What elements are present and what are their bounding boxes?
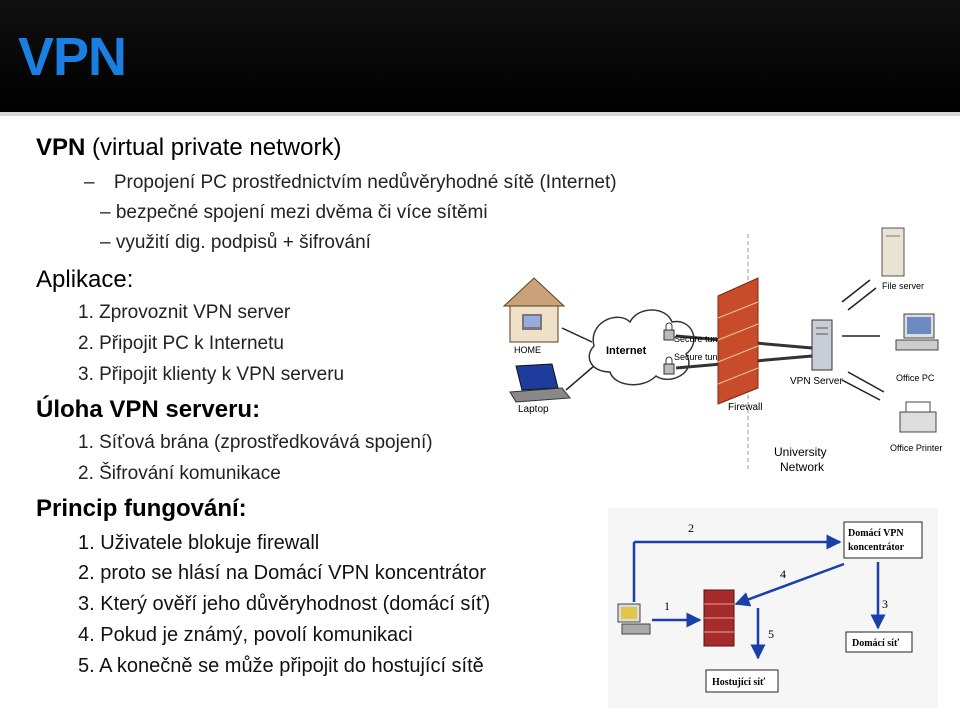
aplikace-heading: Aplikace: bbox=[36, 266, 134, 293]
internet-label: Internet bbox=[606, 345, 647, 357]
firewall-icon bbox=[703, 589, 735, 647]
domaci-sit-box bbox=[845, 631, 913, 653]
princip-item-1: 1. Uživatele blokuje firewall bbox=[78, 532, 320, 554]
koncentrator-box bbox=[843, 521, 923, 559]
office-pc-icon bbox=[895, 313, 939, 351]
home-icon bbox=[502, 277, 566, 343]
file-server-icon bbox=[881, 227, 905, 277]
laptop-label: Laptop bbox=[518, 404, 549, 415]
user-pc-icon bbox=[617, 603, 651, 635]
vpn-server-icon bbox=[811, 319, 833, 371]
intro-bullet-2: – bezpečné spojení mezi dvěma či více sí… bbox=[100, 202, 488, 223]
vpn-flow-diagram: Domácí VPN koncentrátor Domácí síť Hostu… bbox=[608, 508, 938, 708]
intro-heading-rest: (virtual private network) bbox=[85, 134, 342, 161]
secure-tunnel-label-2: Secure tunnel bbox=[674, 352, 730, 362]
vpn-network-diagram: HOME Laptop Internet Secure tunnel Secur… bbox=[502, 227, 942, 474]
laptop-icon bbox=[509, 363, 571, 403]
step-5-label: 5 bbox=[768, 627, 774, 641]
hostujici-sit-label: Hostující síť bbox=[712, 677, 766, 688]
page-title: VPN bbox=[18, 27, 127, 87]
firewall-icon bbox=[717, 277, 759, 405]
intro-bullet-3: – využití dig. podpisů + šifrování bbox=[100, 232, 371, 253]
network-label: Network bbox=[780, 460, 825, 474]
step-2-label: 2 bbox=[688, 521, 694, 535]
university-label: University bbox=[774, 445, 827, 459]
koncentrator-label-2: koncentrátor bbox=[848, 542, 905, 553]
aplikace-item-3: 3. Připojit klienty k VPN serveru bbox=[78, 364, 345, 385]
lock-icon bbox=[663, 356, 675, 375]
koncentrator-label-1: Domácí VPN bbox=[848, 528, 904, 539]
lock-icon bbox=[663, 322, 675, 341]
uloha-item-1: 1. Síťová brána (zprostředkovává spojení… bbox=[78, 432, 433, 453]
princip-heading: Princip fungování: bbox=[36, 495, 247, 522]
office-printer-label: Office Printer bbox=[890, 443, 942, 453]
domaci-sit-label: Domácí síť bbox=[852, 638, 900, 649]
hostujici-sit-box bbox=[705, 669, 779, 693]
office-pc-label: Office PC bbox=[896, 373, 935, 383]
princip-item-3: 3. Který ověří jeho důvěryhodnost (domác… bbox=[78, 593, 491, 615]
firewall-label: Firewall bbox=[728, 402, 762, 413]
file-server-label: File server bbox=[882, 281, 924, 291]
office-printer-icon bbox=[899, 401, 937, 433]
title-bar: VPN bbox=[0, 0, 960, 116]
intro-bullet-1: – Propojení PC prostřednictvím nedůvěryh… bbox=[84, 172, 617, 193]
step-4-label: 4 bbox=[780, 567, 786, 581]
princip-item-2: 2. proto se hlásí na Domácí VPN koncentr… bbox=[78, 562, 486, 584]
intro-heading: VPN (virtual private network) bbox=[36, 134, 341, 162]
step-3-label: 3 bbox=[882, 597, 888, 611]
uloha-item-2: 2. Šifrování komunikace bbox=[78, 463, 281, 484]
intro-heading-bold: VPN bbox=[36, 134, 86, 161]
secure-tunnel-label-1: Secure tunnel bbox=[674, 334, 730, 344]
aplikace-item-1: 1. Zprovoznit VPN server bbox=[78, 302, 291, 323]
home-label: HOME bbox=[514, 345, 541, 355]
aplikace-item-2: 2. Připojit PC k Internetu bbox=[78, 333, 284, 354]
uloha-heading: Úloha VPN serveru: bbox=[36, 396, 261, 423]
princip-item-5: 5. A konečně se může připojit do hostují… bbox=[78, 655, 484, 677]
step-1-label: 1 bbox=[664, 599, 670, 613]
princip-item-4: 4. Pokud je známý, povolí komunikaci bbox=[78, 624, 413, 646]
vpn-server-label: VPN Server bbox=[790, 376, 843, 387]
